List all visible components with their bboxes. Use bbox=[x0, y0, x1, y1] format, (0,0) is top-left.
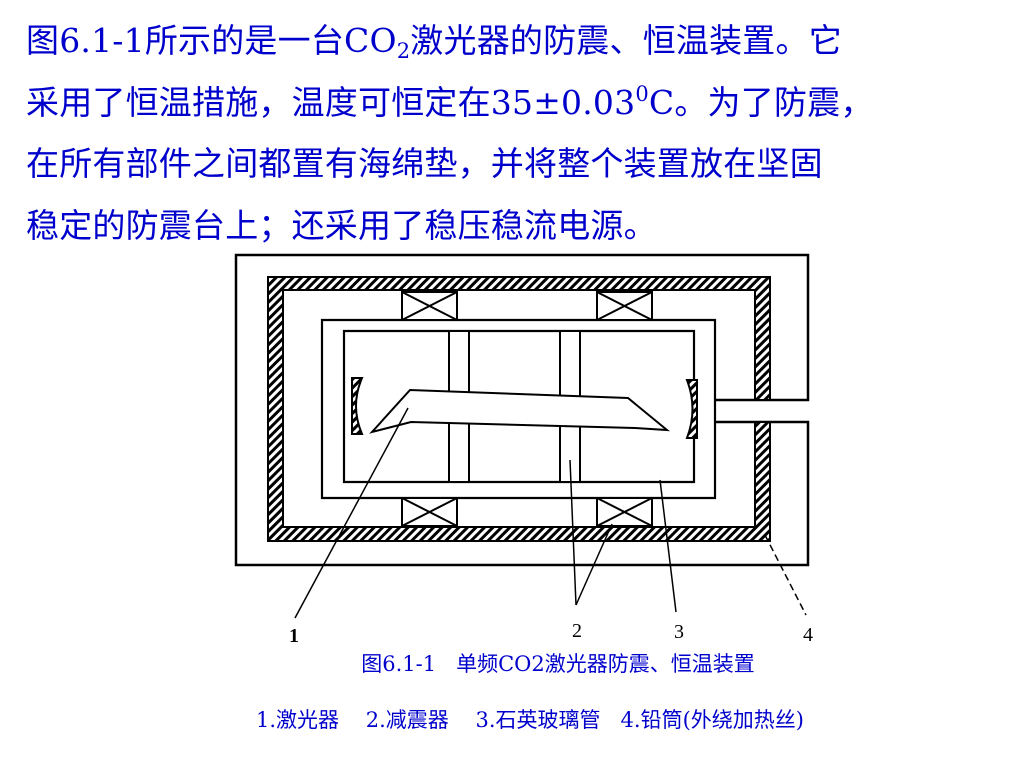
leader-line-2a bbox=[569, 459, 577, 606]
shock-absorber-top-left bbox=[401, 291, 458, 321]
lead-cylinder bbox=[267, 276, 771, 542]
description-line-1: 图6.1-1所示的是一台CO2激光器的防震、恒温装置。它 bbox=[26, 21, 842, 63]
laser-tube bbox=[369, 388, 671, 434]
label-3: 3 bbox=[674, 621, 684, 643]
leader-line-4 bbox=[764, 534, 807, 616]
description-line-2: 采用了恒温措施，温度可恒定在35±0.030C。为了防震， bbox=[26, 81, 874, 122]
figure-caption-legend: 1.激光器 2.减震器 3.石英玻璃管 4.铅筒(外绕加热丝) bbox=[256, 708, 804, 732]
description-line-3: 在所有部件之间都置有海绵垫，并将整个装置放在坚固 bbox=[26, 144, 823, 183]
shock-absorber-bottom-left bbox=[401, 497, 458, 527]
right-mirror bbox=[685, 379, 698, 439]
leader-line-1 bbox=[294, 407, 409, 619]
leader-line-3 bbox=[659, 479, 677, 613]
description-line-4: 稳定的防震台上；还采用了稳压稳流电源。 bbox=[26, 205, 657, 245]
left-mirror bbox=[351, 377, 364, 435]
label-4: 4 bbox=[803, 624, 813, 646]
shock-absorber-top-right bbox=[596, 291, 653, 321]
description-paragraph: 图6.1-1所示的是一台CO2激光器的防震、恒温装置。它采用了恒温措施，温度可恒… bbox=[26, 10, 1011, 256]
figure-caption-title: 图6.1-1 单频CO2激光器防震、恒温装置 bbox=[361, 652, 755, 676]
leader-line-2b bbox=[575, 523, 613, 606]
shock-absorber-bottom-right bbox=[596, 497, 653, 527]
label-2: 2 bbox=[572, 620, 582, 642]
label-1: 1 bbox=[289, 625, 299, 647]
